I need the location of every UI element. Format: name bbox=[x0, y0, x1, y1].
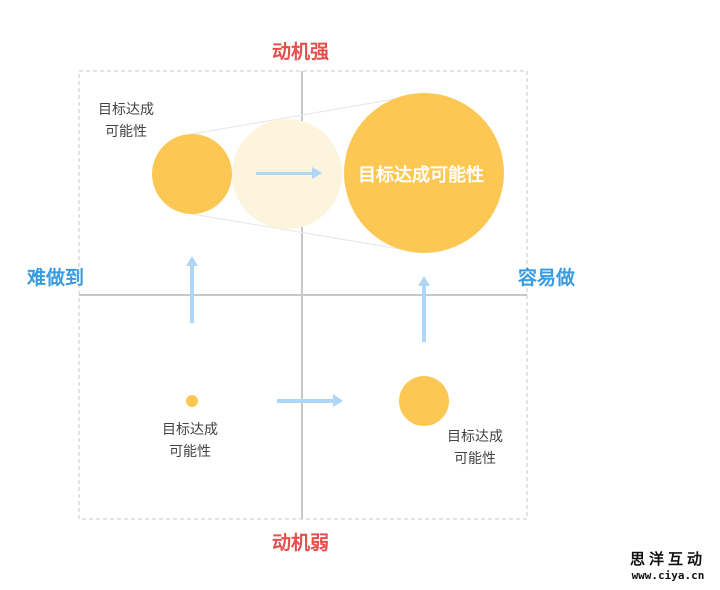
axis-label-bottom: 动机弱 bbox=[272, 532, 330, 554]
arrow-up-left bbox=[186, 256, 198, 323]
label-bottom-left: 目标达成 可能性 bbox=[162, 419, 218, 463]
watermark-url: www.ciya.cn bbox=[631, 569, 705, 582]
label-bottom-right: 目标达成 可能性 bbox=[447, 426, 503, 470]
watermark: 思洋互动 www.ciya.cn bbox=[630, 548, 706, 582]
connector-top bbox=[191, 93, 425, 135]
axis-label-left: 难做到 bbox=[27, 267, 85, 289]
arrow-right-top bbox=[256, 167, 322, 179]
arrow-up-right bbox=[418, 276, 430, 342]
connector-bottom bbox=[191, 213, 425, 254]
bubble-big bbox=[344, 93, 504, 253]
bubble-tiny bbox=[186, 395, 198, 407]
bubble-bottom-right bbox=[399, 376, 449, 426]
big-bubble-text: 目标达成可能性 bbox=[358, 165, 484, 186]
watermark-title: 思洋互动 bbox=[629, 550, 706, 568]
label-top-left: 目标达成 可能性 bbox=[98, 99, 154, 143]
label-bottom-right-line1: 目标达成 bbox=[447, 429, 503, 445]
arrows bbox=[186, 167, 430, 407]
label-bottom-left-line2: 可能性 bbox=[169, 444, 211, 460]
bubble-top-left bbox=[152, 134, 232, 214]
arrow-right-bottom bbox=[277, 394, 343, 407]
axis-label-top: 动机强 bbox=[272, 41, 330, 63]
label-bottom-left-line1: 目标达成 bbox=[162, 422, 218, 438]
label-top-left-line1: 目标达成 bbox=[98, 102, 154, 118]
label-top-left-line2: 可能性 bbox=[105, 124, 147, 140]
label-bottom-right-line2: 可能性 bbox=[454, 451, 496, 467]
axis-label-right: 容易做 bbox=[518, 267, 576, 289]
